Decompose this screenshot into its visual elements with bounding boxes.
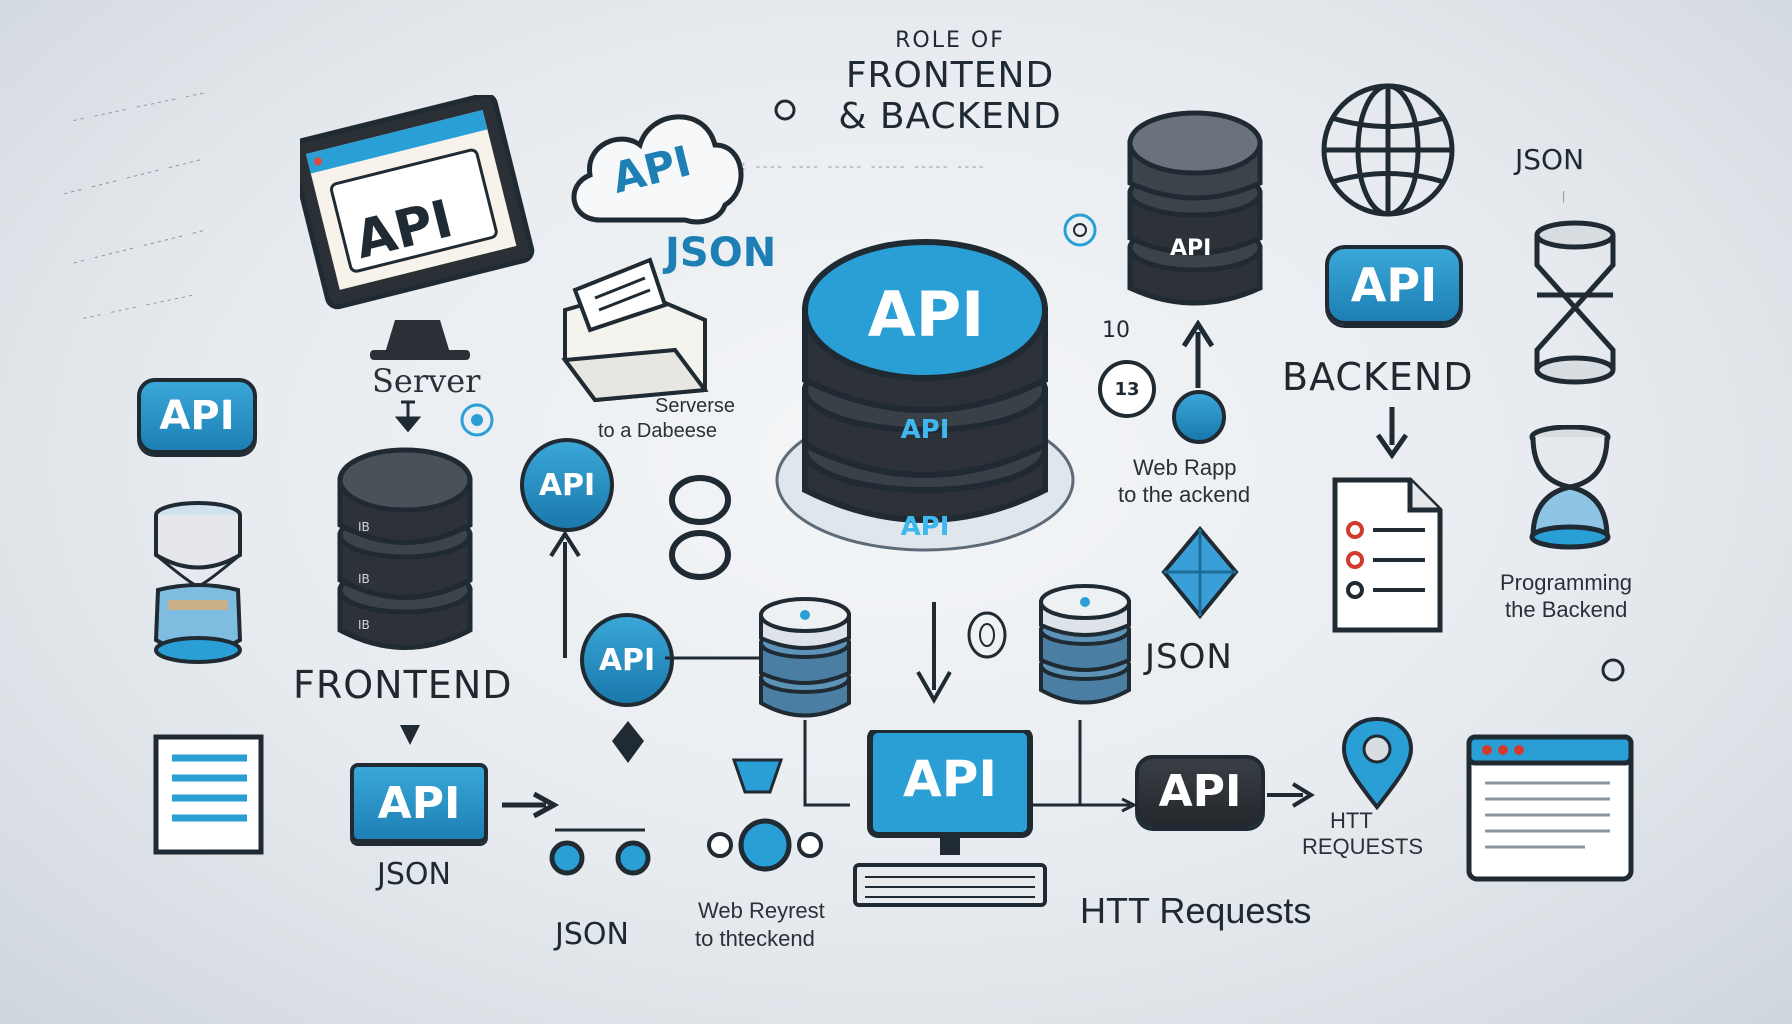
db-top-right-label: API: [1170, 236, 1212, 261]
central-db-top-label: API: [867, 278, 985, 351]
web-reyrest-line-1: Web Reyrest: [698, 898, 825, 923]
db-left-ib-2: IB: [358, 572, 370, 586]
db-left-ib-3: IB: [358, 618, 370, 632]
badge-13: 13: [1098, 360, 1156, 418]
server-down-arrow: [394, 400, 422, 433]
web-reyrest-line-2: to thteckend: [695, 926, 815, 951]
cloud-icon: API: [560, 90, 750, 240]
diamond-icon: [1161, 525, 1239, 620]
api-circle-lower: API: [580, 613, 674, 707]
central-db-bottom-label: API: [900, 512, 950, 542]
decor-circle-4: [967, 611, 1007, 659]
binoculars-icon: [549, 828, 651, 876]
connector-line-1: [665, 656, 760, 660]
json-label-top: JSON: [665, 230, 777, 276]
monitor-icon: API: [288, 92, 535, 365]
link-ring-icon: [669, 475, 731, 580]
server-label: Server: [372, 362, 481, 400]
up-arrow-left: [549, 530, 581, 658]
down-arrow-center: [916, 602, 952, 705]
frontend-label: FRONTEND: [293, 663, 513, 707]
central-db-mid-label: API: [900, 415, 950, 445]
hourglass-icon-left: [148, 500, 248, 670]
json-label-bottom-left: JSON: [377, 857, 451, 892]
backend-label: BACKEND: [1282, 355, 1474, 399]
document-icon: [1332, 477, 1443, 633]
arrow-right-bottom-left: [502, 791, 560, 819]
json-label-mid: JSON: [1145, 637, 1233, 677]
database-icon-mid-left: [755, 593, 855, 723]
location-pin-icon: [1341, 716, 1414, 810]
hourglass-icon-right-bottom: [1529, 425, 1611, 550]
htt-line-2: REQUESTS: [1302, 834, 1424, 859]
decor-circle-5: [1601, 658, 1625, 682]
api-badge-dark: API: [1135, 755, 1265, 828]
monitor-icon-bottom: API: [850, 727, 1050, 910]
dabeese-label: to a Dabeese: [598, 420, 717, 442]
api-circle-mid: API: [520, 438, 614, 532]
title-line-2: FRONTEND: [845, 55, 1055, 96]
backend-down-arrow: [1375, 407, 1409, 460]
small-blue-dot: [1172, 390, 1226, 444]
diagram-title: ROLE OF FRONTEND & BACKEND: [820, 28, 1080, 137]
central-database-icon: API API API: [775, 230, 1075, 560]
up-arrow-icon: [1181, 320, 1215, 388]
db-left-ib-1: IB: [358, 520, 370, 534]
serverse-label: Serverse: [655, 395, 736, 417]
web-rapp-line-1: Web Rapp: [1133, 455, 1237, 480]
title-line-1: ROLE OF: [895, 28, 1005, 53]
programming-line-2: the Backend: [1505, 597, 1628, 622]
json-label-bottom: JSON: [555, 917, 629, 952]
hourglass-icon-right-top: [1534, 220, 1616, 385]
title-line-3: & BACKEND: [838, 96, 1062, 137]
document-icon-left: [153, 734, 264, 855]
decor-circle-1: [1063, 213, 1097, 247]
gear-icon: [707, 818, 823, 872]
folder-icon: [555, 250, 725, 410]
down-arrow-diamond: [612, 721, 644, 763]
api-badge-bottom-left: API: [350, 763, 488, 843]
decor-circle-2: [460, 403, 494, 437]
database-icon-left: IB IB IB: [335, 440, 475, 655]
api-badge-right: API: [1325, 245, 1463, 325]
icon-10-label: 10: [1102, 318, 1130, 343]
database-icon-mid-right: [1035, 580, 1135, 710]
arrow-right-dark: [1267, 782, 1315, 808]
frontend-down-arrow: [400, 725, 420, 745]
programming-line-1: Programming: [1500, 570, 1633, 595]
shield-icon: [731, 758, 784, 794]
globe-icon: [1321, 83, 1455, 217]
api-badge-left: API: [137, 378, 257, 454]
browser-window-icon: [1466, 734, 1634, 882]
htt-line-1: HTT: [1330, 808, 1373, 833]
json-label-right-top: JSON: [1515, 143, 1585, 176]
connector-arrow-to-dark: [1060, 797, 1138, 813]
monitor-bottom-api-label: API: [903, 750, 997, 808]
htt-requests-label: HTT Requests: [1080, 890, 1312, 931]
database-icon-top-right: API: [1125, 108, 1265, 313]
web-rapp-line-2: to the ackend: [1118, 482, 1251, 507]
decor-circle-3: [774, 99, 796, 121]
